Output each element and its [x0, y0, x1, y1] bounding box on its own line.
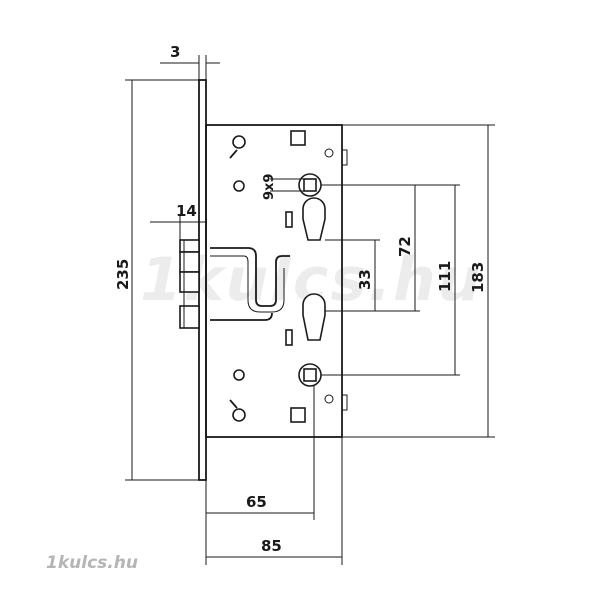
svg-text:85: 85	[261, 537, 282, 555]
dim-cylinder-center: 33	[325, 239, 380, 311]
latch-spring	[210, 247, 290, 321]
top-guide-square	[290, 130, 306, 146]
dim-square-spacing: 111	[436, 185, 456, 375]
bottom-guide-square	[290, 407, 306, 423]
lower-follower	[298, 363, 322, 387]
svg-text:9x9: 9x9	[262, 174, 277, 200]
top-pin	[324, 148, 334, 158]
lower-small-slot	[285, 329, 293, 346]
svg-text:3: 3	[170, 43, 180, 61]
svg-text:14: 14	[176, 202, 197, 220]
bottom-pin	[324, 394, 334, 404]
dim-case-height: 183	[469, 125, 489, 437]
svg-text:111: 111	[436, 261, 454, 292]
svg-text:65: 65	[246, 493, 267, 511]
svg-text:235: 235	[114, 259, 132, 290]
svg-text:72: 72	[396, 236, 414, 257]
dim-latch-projection: 14	[150, 202, 206, 240]
svg-text:33: 33	[356, 269, 374, 290]
dim-square-to-lower: 72	[396, 185, 416, 311]
dim-faceplate-thickness: 3	[160, 43, 220, 80]
upper-follower	[298, 173, 322, 197]
dim-case-depth: 85	[206, 437, 343, 565]
upper-cylinder-hole	[302, 197, 326, 241]
footer-watermark: 1kulcs.hu	[46, 553, 138, 573]
latch-spring-inner	[210, 255, 285, 313]
lower-cylinder-hole	[302, 293, 326, 341]
bottom-hook	[229, 399, 246, 422]
latch-bolt	[179, 239, 200, 329]
small-slot	[285, 211, 293, 228]
bottom-screw-hole	[233, 369, 245, 381]
case-tab-bottom	[342, 394, 348, 411]
top-hook	[229, 135, 246, 159]
svg-text:183: 183	[469, 262, 487, 293]
dim-faceplate-height: 235	[114, 79, 199, 481]
lock-case	[205, 124, 343, 438]
dim-backset: 65	[205, 386, 315, 565]
top-screw-hole	[233, 180, 245, 192]
case-tab-top	[342, 149, 348, 166]
dim-square-size: 9x9	[262, 174, 304, 200]
